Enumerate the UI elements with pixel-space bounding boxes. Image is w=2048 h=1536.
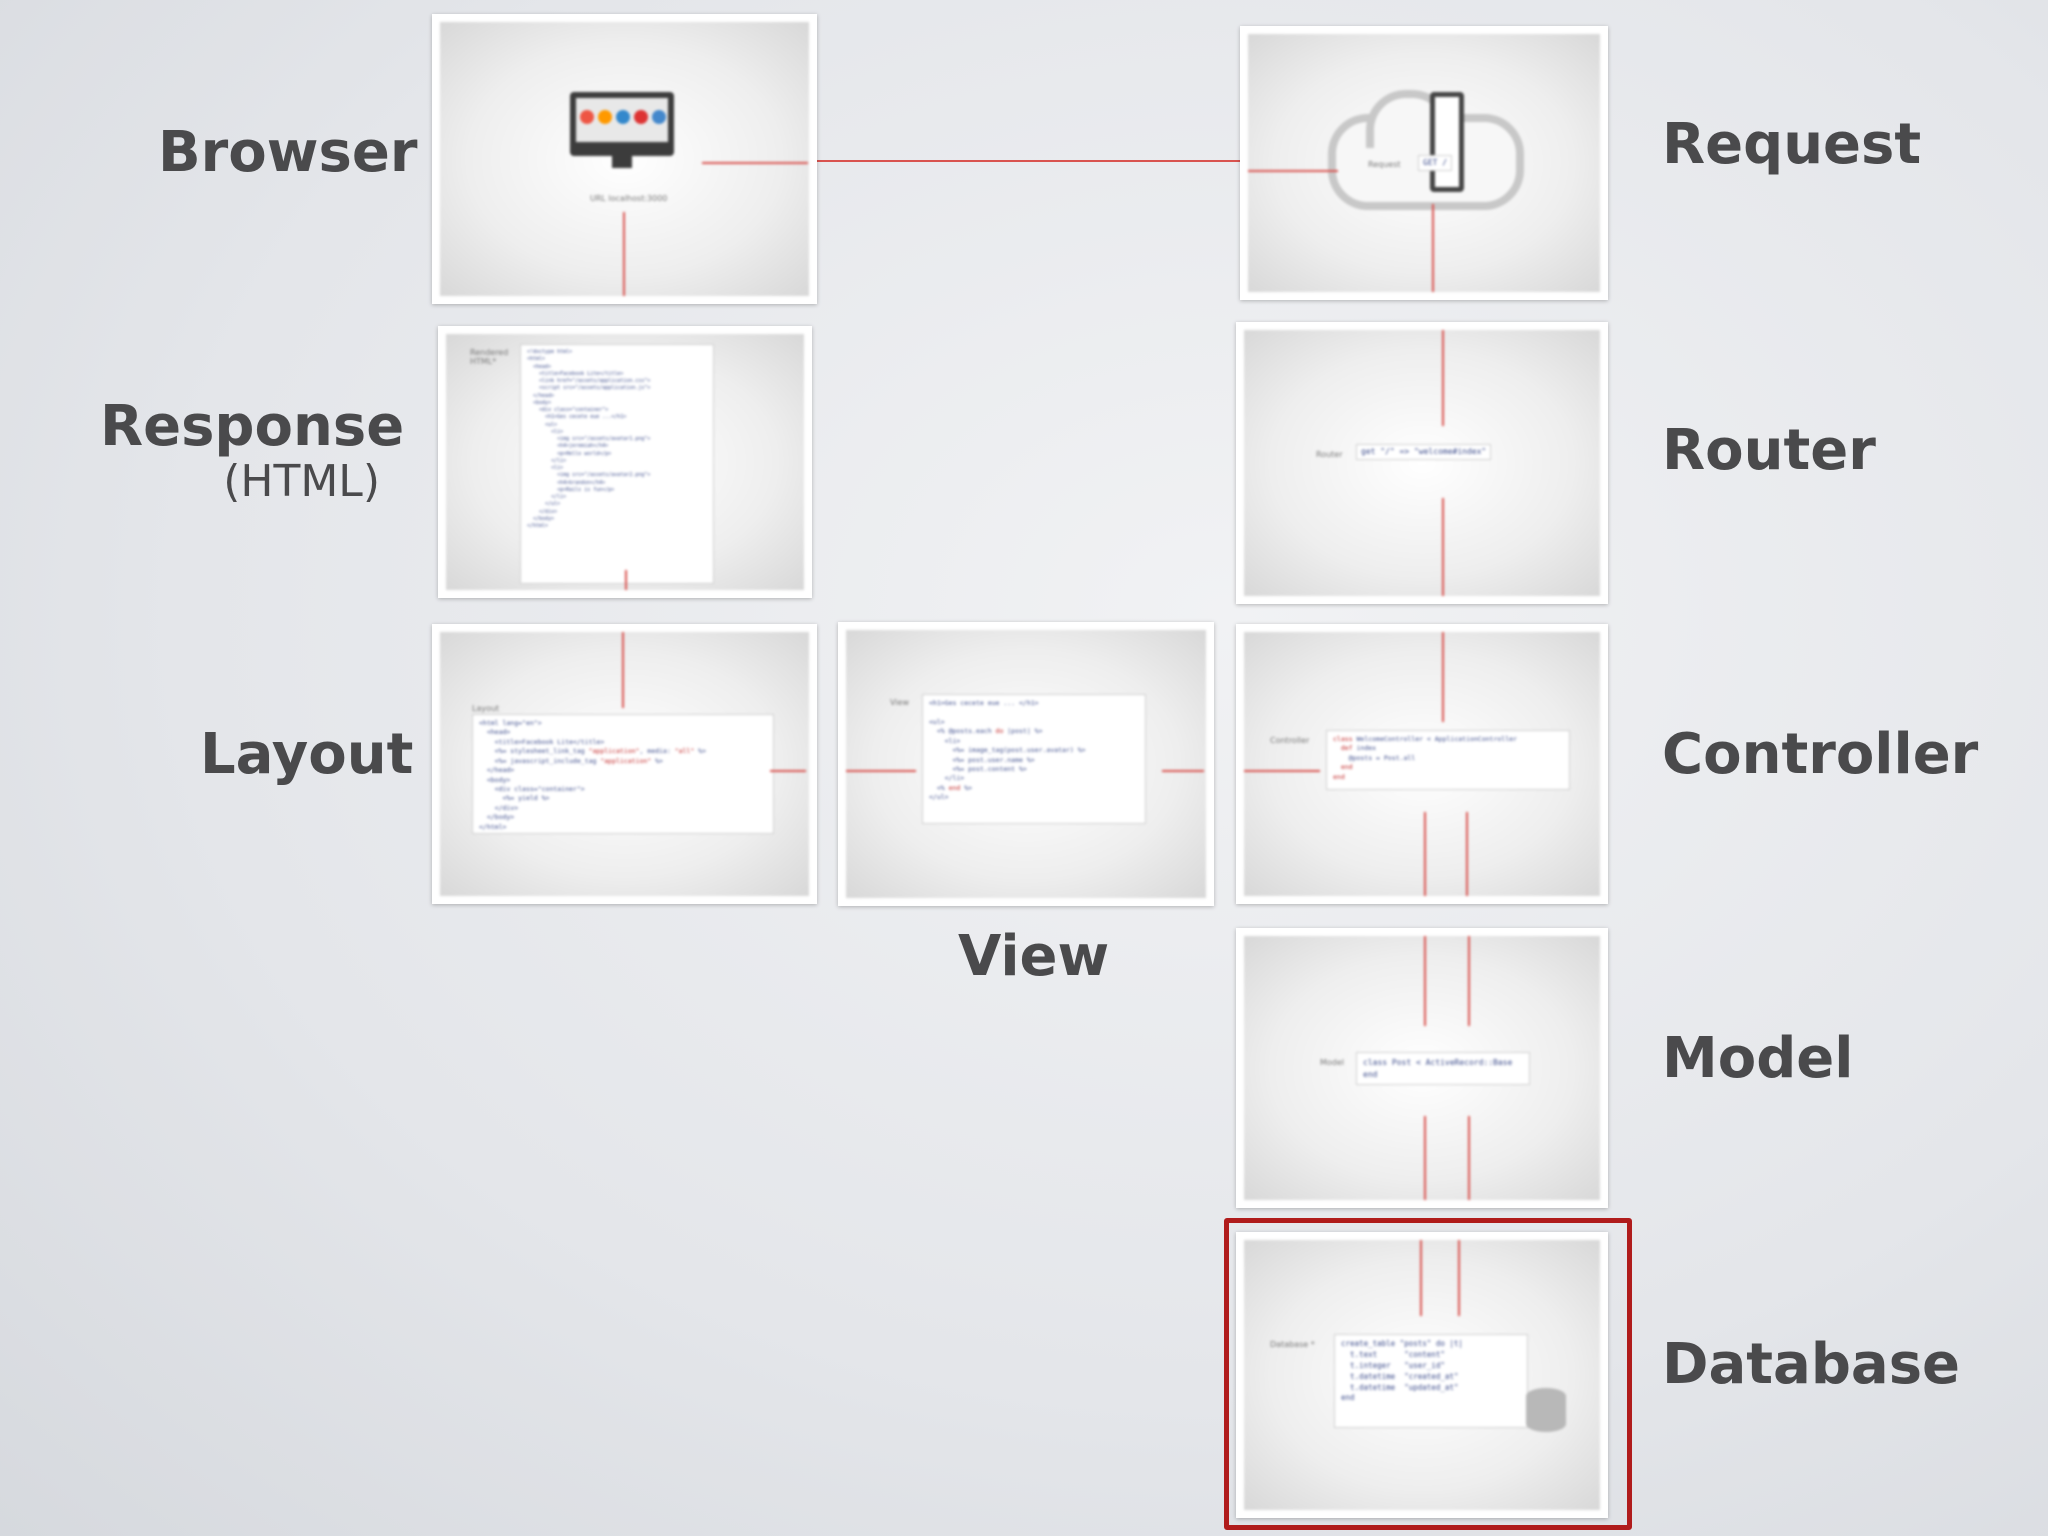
view-tag: View <box>890 698 909 707</box>
slide-router: Router get "/" => "welcome#index" <box>1236 322 1608 604</box>
response-tag: Rendered HTML* <box>470 348 509 366</box>
router-code: get "/" => "welcome#index" <box>1356 444 1492 460</box>
response-code: <!doctype html> <html> <head> <title>Fac… <box>520 344 714 584</box>
slide-database: Database * create_table "posts" do |t| t… <box>1236 1232 1608 1518</box>
slide-browser: URL localhost:3000 <box>432 14 817 304</box>
slide-model: Model class Post < ActiveRecord::Base en… <box>1236 928 1608 1208</box>
label-response-sub: (HTML) <box>223 455 380 507</box>
label-router: Router <box>1662 418 1876 483</box>
layout-tag: Layout <box>472 704 500 713</box>
slide-view: View <h1>Ges cecete eue ... </h1> <ul> <… <box>838 622 1214 906</box>
label-layout: Layout <box>200 722 414 787</box>
label-controller: Controller <box>1662 722 1979 787</box>
database-icon <box>1526 1388 1566 1432</box>
database-code: create_table "posts" do |t| t.text "cont… <box>1334 1334 1528 1428</box>
database-tag: Database * <box>1270 1340 1315 1349</box>
slide-layout: Layout <html lang="en"> <head> <title>Fa… <box>432 624 817 904</box>
label-response-main: Response <box>100 394 405 459</box>
label-view: View <box>958 924 1110 989</box>
browser-request-connector <box>815 160 1240 162</box>
label-response: Response (HTML) <box>100 396 404 507</box>
model-tag: Model <box>1320 1058 1345 1067</box>
label-database: Database <box>1662 1332 1961 1397</box>
slide-response: Rendered HTML* <!doctype html> <html> <h… <box>438 326 812 598</box>
model-code: class Post < ActiveRecord::Base end <box>1356 1052 1530 1086</box>
server-icon <box>1430 92 1464 192</box>
slide-controller: Controller class WelcomeController < App… <box>1236 624 1608 904</box>
browser-url: URL localhost:3000 <box>590 194 668 203</box>
monitor-icon <box>570 92 674 156</box>
layout-code: <html lang="en"> <head> <title>Facebook … <box>472 714 774 834</box>
label-request: Request <box>1662 112 1922 177</box>
request-code: GET / <box>1418 155 1453 171</box>
label-model: Model <box>1662 1026 1854 1091</box>
database-highlight <box>1224 1218 1632 1530</box>
view-code: <h1>Ges cecete eue ... </h1> <ul> <% @po… <box>922 694 1146 824</box>
request-tag: Request <box>1368 160 1401 169</box>
controller-code: class WelcomeController < ApplicationCon… <box>1326 730 1570 790</box>
controller-tag: Controller <box>1270 736 1310 745</box>
router-tag: Router <box>1316 450 1343 459</box>
slide-request: Request GET / <box>1240 26 1608 300</box>
label-browser: Browser <box>158 120 418 185</box>
